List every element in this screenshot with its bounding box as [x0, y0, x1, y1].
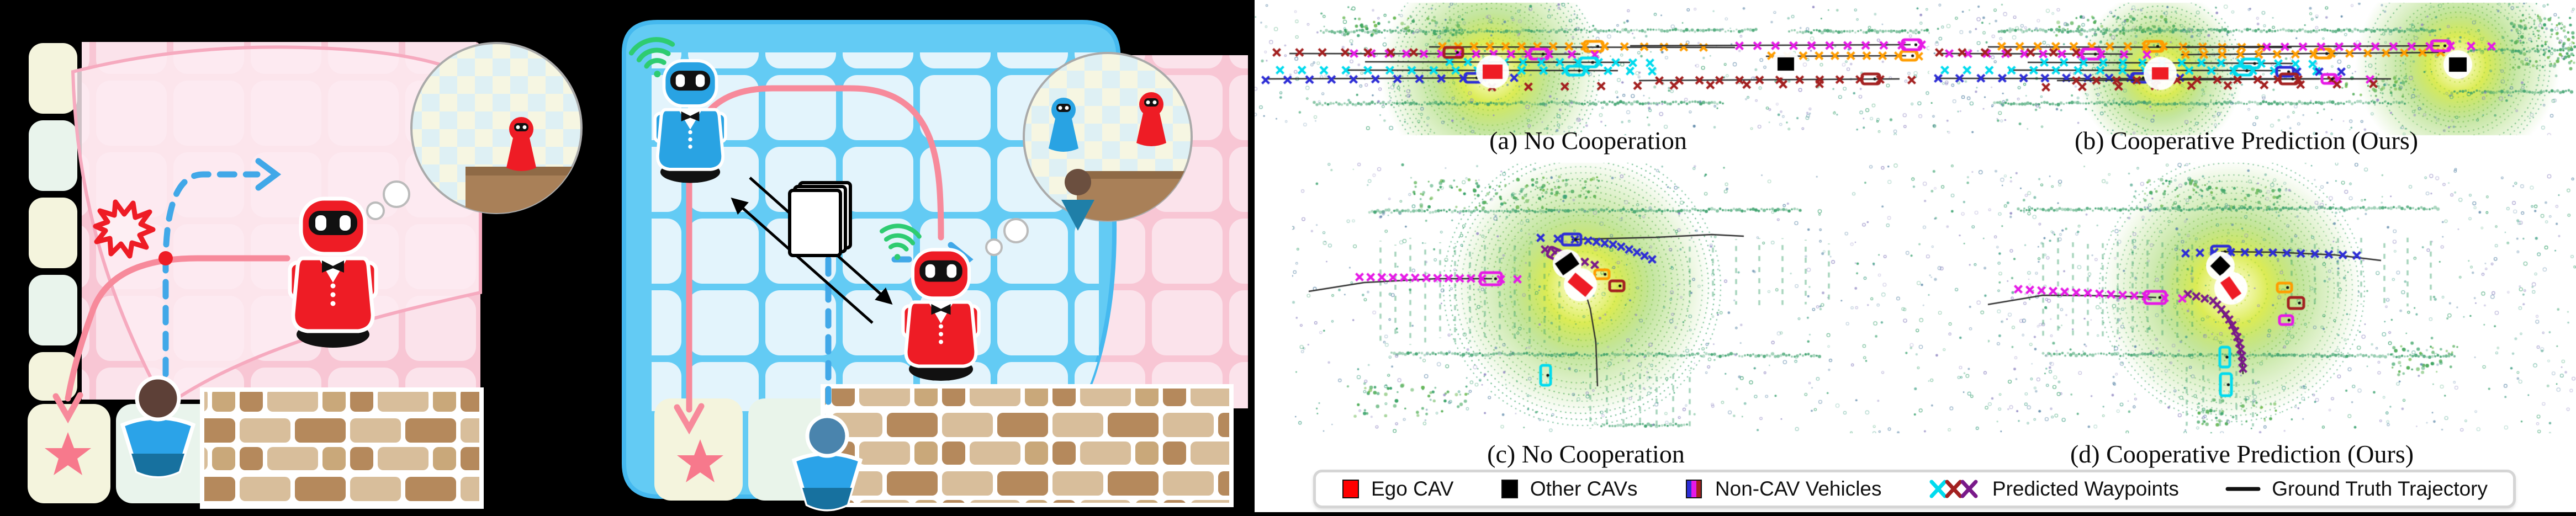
- ego-robot-red: [903, 249, 978, 381]
- legend-item-non-cav: Non-CAV Vehicles: [1684, 477, 1882, 501]
- legend-item-ego-cav: Ego CAV: [1341, 477, 1453, 501]
- caption-d: (d) Cooperative Prediction (Ours): [2070, 440, 2414, 468]
- caption-b: (b) Cooperative Prediction (Ours): [2074, 126, 2419, 155]
- lidar-figure-area: (a) No Cooperation (b) Cooperative Predi…: [1255, 0, 2576, 512]
- pedestrian-head: [135, 375, 181, 422]
- legend-label: Ground Truth Trajectory: [2272, 477, 2488, 500]
- ego-cav-square-icon: [1342, 480, 1359, 498]
- collision-burst-icon: [93, 199, 156, 259]
- wall-corner-in-bubble: [466, 167, 581, 213]
- imagined-pedestrian-icon: [1061, 169, 1094, 231]
- ego-robot-red: [290, 199, 376, 348]
- illustration-cooperative: [622, 20, 1248, 512]
- ground-truth-line-icon: [2225, 487, 2261, 491]
- pedestrian-path-blue-dashed: [162, 158, 282, 377]
- arrow-right-icon: [255, 158, 282, 191]
- legend-item-other-cavs: Other CAVs: [1500, 477, 1638, 501]
- arrow-down-icon: [674, 403, 705, 435]
- pedestrian: [791, 414, 863, 512]
- collision-point-dot: [158, 251, 173, 265]
- legend-label: Ego CAV: [1371, 477, 1454, 500]
- exchange-arrow-up-icon: [731, 198, 874, 324]
- legend-item-ground-truth: Ground Truth Trajectory: [2225, 477, 2488, 501]
- brick-wall: [821, 384, 1234, 507]
- illustration-no-cooperation: [28, 42, 583, 509]
- pedestrian: [120, 375, 196, 478]
- caption-c: (c) No Cooperation: [1487, 440, 1685, 468]
- brick-wall: [200, 387, 484, 509]
- legend-label: Predicted Waypoints: [1992, 477, 2179, 500]
- caption-a: (a) No Cooperation: [1489, 126, 1687, 155]
- feature-exchange: [731, 177, 893, 324]
- legend-item-waypoints: Predicted Waypoints: [1928, 477, 2179, 501]
- arrow-down-icon: [52, 392, 83, 424]
- cav-robot-blue: [655, 61, 726, 183]
- non-cav-striped-square-icon: [1685, 480, 1702, 498]
- message-papers-icon: [788, 181, 852, 257]
- pedestrian-head: [805, 414, 849, 458]
- legend: Ego CAV Other CAVs Non-CAV Vehicles: [1313, 470, 2516, 508]
- legend-label: Non-CAV Vehicles: [1715, 477, 1882, 500]
- lidar-panels-canvas: [1255, 0, 2576, 512]
- legend-label: Other CAVs: [1530, 477, 1638, 500]
- predicted-waypoints-x-icon: [1929, 480, 1978, 498]
- other-cav-square-icon: [1501, 480, 1518, 498]
- map-grid-left-column: [29, 43, 77, 401]
